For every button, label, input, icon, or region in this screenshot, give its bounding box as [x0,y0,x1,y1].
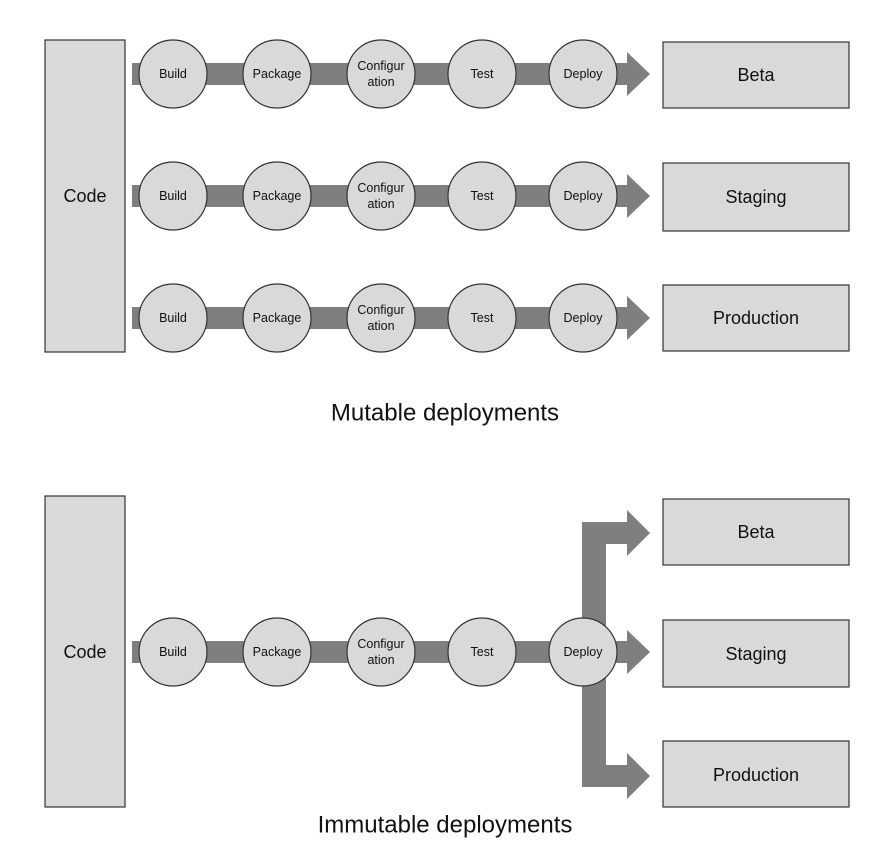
stage-deploy: Deploy [548,39,618,109]
stage-build: Build [138,161,208,231]
target-label-staging: Staging [725,644,786,664]
stage-circle [548,617,618,687]
stage-label: Deploy [564,189,604,203]
stage-circle [346,161,416,231]
branch-bottom-shaft [582,765,627,787]
stage-deploy: Deploy [548,283,618,353]
immutable-caption: Immutable deployments [318,812,573,839]
target-box-production [662,740,850,808]
mutable-code-box [44,39,126,353]
stage-label: Package [253,67,302,81]
stage-circle [138,161,208,231]
stage-circle [242,161,312,231]
mutable-pipeline-staging: Build Package Configur ation Test Deploy… [132,161,850,232]
target-label-production: Production [713,308,799,328]
mutable-code-label: Code [63,186,106,206]
stage-circle [548,283,618,353]
stage-label: Build [159,189,187,203]
stage-circle [138,617,208,687]
stage-configuration: Configur ation [346,161,416,231]
pipeline-arrow-head [627,174,650,218]
stage-circle [346,283,416,353]
stage-label: Test [471,189,494,203]
immutable-code-label: Code [63,642,106,662]
stage-deploy: Deploy [548,161,618,231]
stage-package: Package [242,161,312,231]
stage-build: Build [138,39,208,109]
stage-label: Test [471,311,494,325]
stage-circle [138,283,208,353]
stage-label: Build [159,311,187,325]
stage-test: Test [447,617,517,687]
stage-label-line-2: ation [367,197,394,211]
target-label-beta: Beta [737,522,775,542]
branch-top-shaft [582,522,627,544]
target-box-staging [662,162,850,232]
stage-circle [447,161,517,231]
stage-deploy: Deploy [548,617,618,687]
stage-circle [447,617,517,687]
stage-circle [447,283,517,353]
target-box-production [662,284,850,352]
stage-label-line-2: ation [367,653,394,667]
stage-package: Package [242,283,312,353]
mutable-section: Code Build Package Configur ation Test [44,39,850,427]
stage-circle [548,161,618,231]
stage-label: Package [253,189,302,203]
stage-label: Package [253,311,302,325]
target-box-beta [662,498,850,566]
stage-configuration: Configur ation [346,617,416,687]
stage-build: Build [138,283,208,353]
stage-build: Build [138,617,208,687]
immutable-code-box [44,495,126,808]
stage-circle [242,617,312,687]
mutable-pipeline-production: Build Package Configur ation Test Deploy… [132,283,850,353]
pipeline-arrow-head [627,630,650,674]
target-label-staging: Staging [725,187,786,207]
mutable-caption: Mutable deployments [331,400,559,427]
stage-label: Build [159,67,187,81]
stage-circle [242,283,312,353]
stage-circle [138,39,208,109]
stage-label: Package [253,645,302,659]
stage-package: Package [242,617,312,687]
stage-circle [346,617,416,687]
stage-label-line-1: Configur [357,637,404,651]
stage-label: Test [471,645,494,659]
branch-top-head [627,510,650,556]
stage-label: Test [471,67,494,81]
stage-label: Deploy [564,311,604,325]
target-box-staging [662,619,850,688]
stage-label-line-2: ation [367,319,394,333]
stage-label: Build [159,645,187,659]
stage-circle [548,39,618,109]
target-label-beta: Beta [737,65,775,85]
stage-label-line-1: Configur [357,303,404,317]
stage-test: Test [447,283,517,353]
target-label-production: Production [713,765,799,785]
stage-circle [346,39,416,109]
stage-label-line-1: Configur [357,181,404,195]
stage-label: Deploy [564,645,604,659]
stage-package: Package [242,39,312,109]
stage-configuration: Configur ation [346,39,416,109]
pipeline-arrow-head [627,296,650,340]
immutable-section: Code Build Package Configur ation Test [44,495,850,839]
branch-bottom-head [627,753,650,799]
stage-test: Test [447,39,517,109]
stage-configuration: Configur ation [346,283,416,353]
stage-label-line-1: Configur [357,59,404,73]
stage-circle [242,39,312,109]
target-box-beta [662,41,850,109]
stage-circle [447,39,517,109]
stage-label: Deploy [564,67,604,81]
stage-label-line-2: ation [367,75,394,89]
pipeline-arrow-head [627,52,650,96]
stage-test: Test [447,161,517,231]
mutable-pipeline-beta: Build Package Configur ation Test Deploy… [132,39,850,109]
